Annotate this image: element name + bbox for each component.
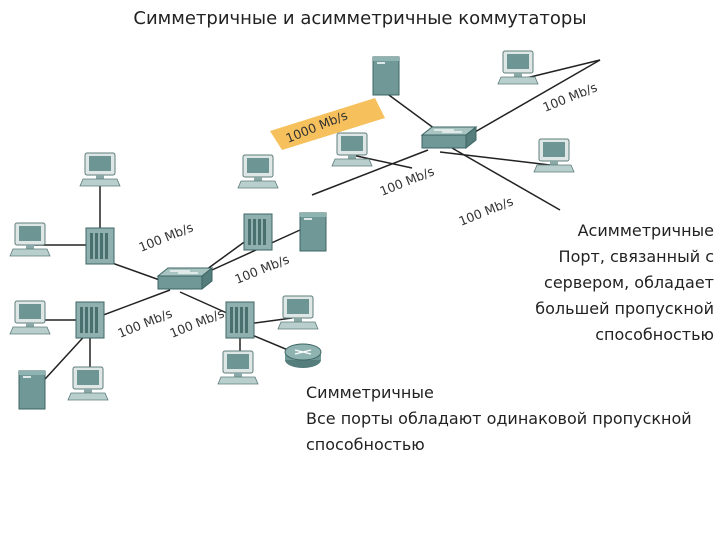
workstation-icon [331,132,373,167]
workstation-icon [533,138,575,173]
hub-icon [75,301,105,339]
workstation-icon [79,152,121,187]
switch-icon [421,126,477,149]
link-label-100-bottom-center: 100 Mb/s [168,305,227,340]
link-label-100-bottom-left: 100 Mb/s [116,305,175,340]
workstation-icon [9,222,51,257]
router-icon [284,343,322,369]
workstation-icon [277,295,319,330]
hub-icon [85,227,115,265]
hub-icon [225,301,255,339]
workstation-icon [237,154,279,189]
workstation-icon [67,366,109,401]
gigabit-link-highlight [270,98,385,150]
workstation-icon [497,50,539,85]
symmetric-description: Все порты обладают одинаковой пропускной… [306,409,692,454]
link-label-100-middle: 100 Mb/s [378,163,437,198]
link-label-100-top-right: 100 Mb/s [541,79,600,114]
symmetric-caption: Симметричные Все порты обладают одинаков… [306,380,706,458]
asymmetric-caption: Асимметричные Порт, связанный с сервером… [496,218,714,348]
asymmetric-description: Порт, связанный с сервером, обладает бол… [535,247,714,344]
symmetric-heading: Симметричные [306,383,434,402]
link-label-100-left: 100 Mb/s [137,219,196,254]
workstation-icon [217,350,259,385]
switch-icon [157,267,213,290]
workstation-icon [9,300,51,335]
page-title: Симметричные и асимметричные коммутаторы [133,8,587,29]
server-icon [372,56,400,96]
server-icon [299,212,327,252]
asymmetric-heading: Асимметричные [577,221,714,240]
server-icon [18,370,46,410]
hub-icon [243,213,273,251]
